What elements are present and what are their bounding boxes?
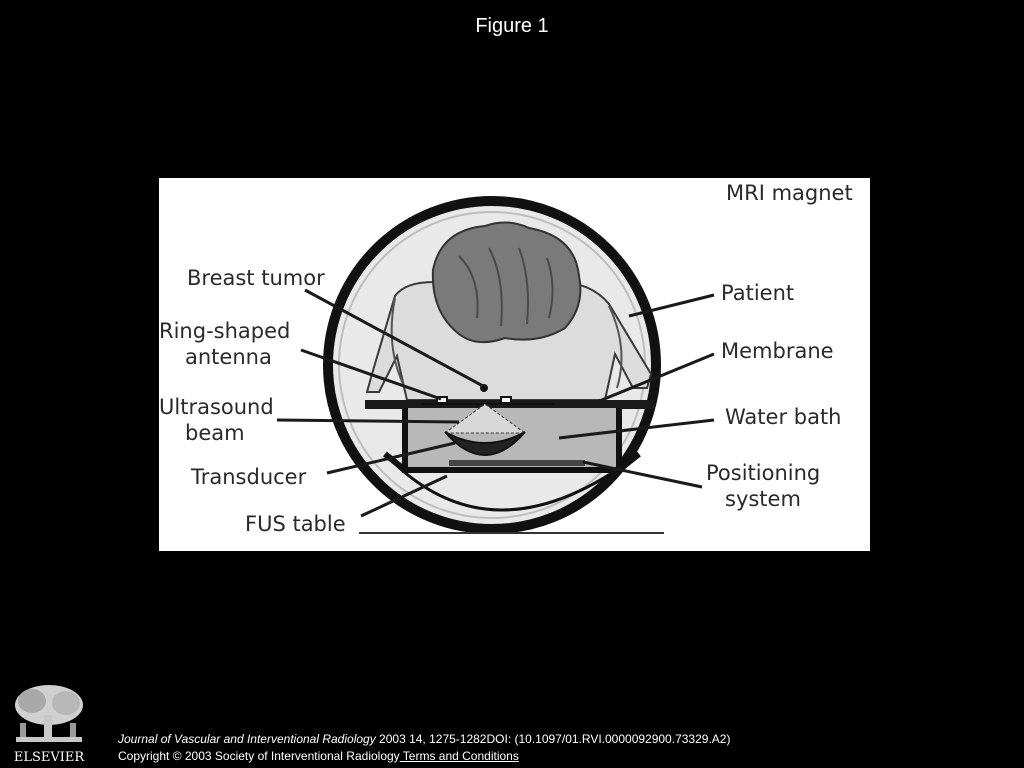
label-fus-table: FUS table — [245, 512, 346, 536]
patient-hair-strands — [458, 247, 554, 327]
label-ultrasound-line2: beam — [185, 421, 245, 445]
tree-icon — [15, 685, 83, 742]
leader-patient — [628, 293, 715, 318]
support-arc — [383, 452, 640, 512]
positioning-plate — [449, 460, 585, 466]
patient-arm-left — [390, 297, 406, 389]
figure-panel: MRI magnet Breast tumor Ring-shaped ante… — [159, 178, 870, 551]
leader-fus-table — [360, 474, 448, 518]
elsevier-logo: ELSEVIER — [10, 681, 88, 765]
leader-positioning — [582, 460, 703, 489]
ring-antenna-right — [500, 396, 512, 404]
label-patient: Patient — [721, 281, 794, 305]
patient-hair — [431, 221, 582, 344]
leader-lines — [276, 288, 715, 518]
label-positioning-line2: system — [725, 487, 801, 511]
terms-link[interactable]: Terms and Conditions — [399, 749, 519, 763]
citation-block: Journal of Vascular and Interventional R… — [118, 731, 730, 765]
leader-ultrasound — [276, 418, 460, 424]
copyright-text: Copyright © 2003 Society of Intervention… — [118, 749, 400, 763]
label-membrane: Membrane — [721, 339, 834, 363]
slide-title: Figure 1 — [475, 15, 549, 37]
leader-transducer — [326, 441, 456, 475]
ring-antenna-left — [436, 396, 448, 404]
citation-details: 2003 14, 1275-1282DOI: (10.1097/01.RVI.0… — [375, 732, 731, 746]
leader-ring-antenna — [300, 348, 442, 401]
ultrasound-beam — [443, 403, 527, 434]
patient-arm-right — [608, 305, 623, 389]
journal-name: Journal of Vascular and Interventional R… — [118, 732, 376, 746]
transducer-bowl — [444, 431, 526, 456]
label-breast-tumor: Breast tumor — [187, 266, 325, 290]
leader-membrane — [596, 352, 715, 404]
leader-breast-tumor — [304, 288, 484, 388]
label-ultrasound-line1: Ultrasound — [159, 395, 274, 419]
label-water-bath: Water bath — [725, 405, 842, 429]
label-positioning-line1: Positioning — [706, 461, 820, 485]
label-transducer: Transducer — [190, 465, 307, 489]
label-ring-antenna-line2: antenna — [185, 345, 272, 369]
leader-water-bath — [558, 418, 715, 440]
copyright-line: Copyright © 2003 Society of Intervention… — [118, 748, 730, 765]
label-ring-antenna-line1: Ring-shaped — [159, 319, 290, 343]
citation-line: Journal of Vascular and Interventional R… — [118, 731, 730, 748]
elsevier-wordmark: ELSEVIER — [14, 750, 86, 765]
label-mri-magnet: MRI magnet — [726, 181, 853, 205]
setup-diagram: MRI magnet Breast tumor Ring-shaped ante… — [159, 181, 853, 536]
